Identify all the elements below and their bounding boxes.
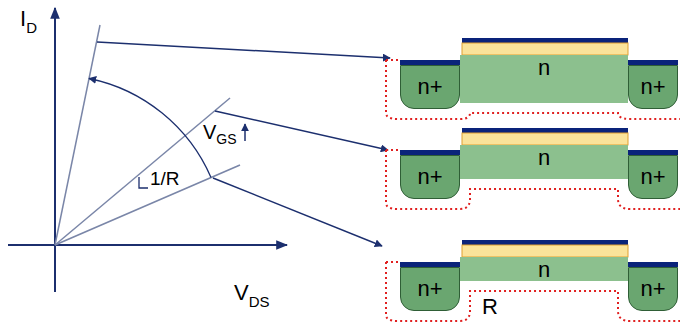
channel-region: nn+n+ bbox=[460, 257, 628, 281]
x-axis bbox=[8, 244, 287, 246]
iv-line bbox=[55, 165, 240, 245]
source-drain-region: n+ bbox=[628, 65, 678, 109]
source-drain-region: n+ bbox=[400, 267, 460, 311]
axis-subscript: D bbox=[26, 20, 37, 35]
axis-label: I bbox=[20, 8, 26, 30]
doping-label: n+ bbox=[640, 278, 665, 300]
up-arrow bbox=[244, 124, 246, 141]
doping-label: n+ bbox=[417, 166, 442, 188]
parameter-label: V bbox=[203, 122, 216, 142]
y-axis bbox=[54, 8, 56, 292]
channel-region: nn+n+ bbox=[460, 145, 628, 179]
slope-mark bbox=[139, 177, 148, 188]
source-drain-region: n+ bbox=[628, 267, 678, 311]
leader-arrow bbox=[215, 111, 388, 150]
region-label: n bbox=[460, 147, 628, 169]
mosfet-section bbox=[386, 38, 680, 119]
resistance-label: R bbox=[482, 296, 498, 318]
region-label: n bbox=[460, 57, 628, 79]
source-drain-region: n+ bbox=[628, 155, 678, 199]
axis-subscript: DS bbox=[249, 294, 270, 309]
parameter-subscript: GS bbox=[216, 132, 236, 146]
leader-arrow bbox=[97, 42, 390, 58]
doping-label: n+ bbox=[640, 76, 665, 98]
slope-label: 1/R bbox=[150, 169, 180, 188]
channel-region: nn+n+ bbox=[460, 55, 628, 103]
doping-label: n+ bbox=[417, 278, 442, 300]
source-drain-region: n+ bbox=[400, 65, 460, 109]
doping-label: n+ bbox=[640, 166, 665, 188]
region-label: n bbox=[460, 259, 628, 281]
source-drain-region: n+ bbox=[400, 155, 460, 199]
mosfet-section bbox=[386, 128, 680, 209]
mosfet-section bbox=[386, 240, 680, 321]
leader-arrow bbox=[213, 178, 382, 246]
doping-label: n+ bbox=[417, 76, 442, 98]
sweep-arc bbox=[89, 79, 211, 178]
iv-line bbox=[55, 98, 230, 245]
axis-label: V bbox=[234, 282, 249, 304]
